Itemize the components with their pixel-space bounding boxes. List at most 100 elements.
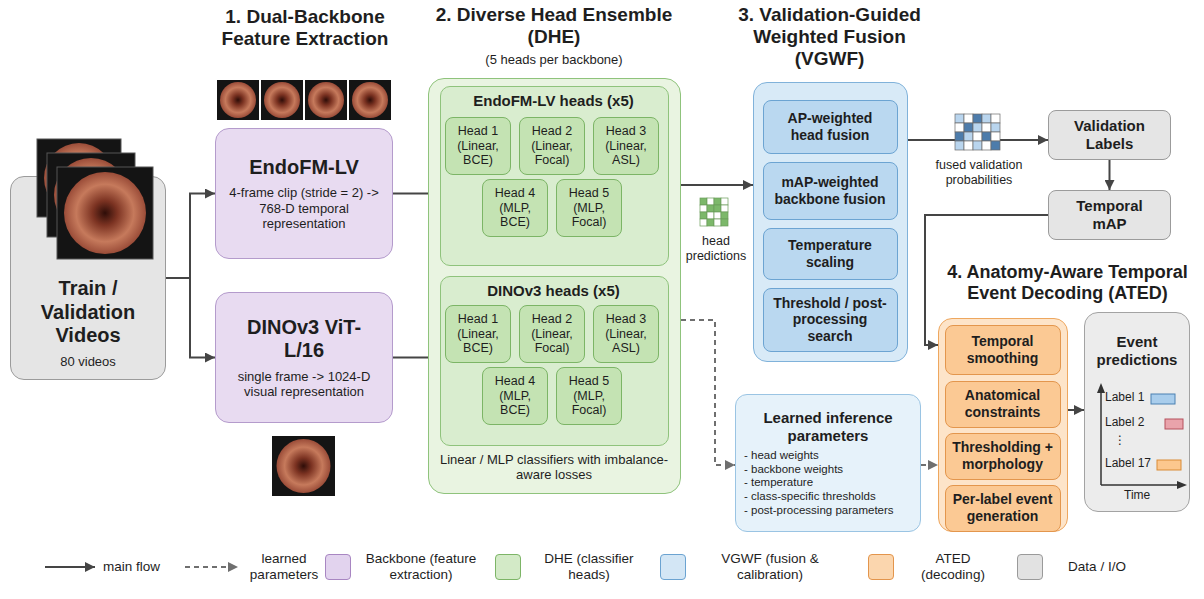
text-group: AP-weighted head fusion [769, 110, 892, 143]
video-thumbnail [217, 80, 259, 120]
text-group: Learned inference parameters- head weigh… [741, 409, 915, 517]
video-frames [64, 172, 146, 254]
axis-label: ⋮ [1114, 433, 1126, 447]
prediction-grid [707, 212, 714, 219]
legend-text: main flow [103, 559, 160, 575]
video-thumbnail [349, 80, 391, 120]
node-title: Head 1 (Linear, BCE) [451, 312, 505, 356]
prediction-grid [700, 205, 707, 212]
head-box: Head 1 (Linear, BCE) [445, 117, 511, 175]
node-title: mAP-weighted backbone fusion [771, 174, 889, 207]
axis-label: Time [1124, 488, 1150, 502]
fusion-panel: 3. Validation-Guided Weighted Fusion (VG… [753, 82, 908, 362]
head-group: DINOv3 heads (x5) Head 1 (Linear, BCE) Hea… [440, 276, 669, 446]
legend-text: Data / I/O [1052, 559, 1142, 575]
prediction-grid [714, 219, 721, 226]
prediction-grid [714, 205, 721, 212]
event-timeline [1157, 460, 1181, 470]
prediction-grid [707, 219, 714, 226]
text-group: Head 4 (MLP, BCE) [488, 374, 542, 418]
node-title: Per-label event generation [951, 491, 1055, 524]
video-thumbnail [220, 82, 256, 118]
text-group: Temperature scaling [769, 237, 892, 270]
legend-line-sample [45, 566, 95, 568]
probability-grid [991, 114, 1000, 123]
event-timeline [1101, 484, 1179, 486]
text-group: EndoFM-LV4-frame clip (stride = 2) -> 76… [221, 156, 387, 232]
probability-grid [973, 114, 982, 123]
prediction-grid [707, 205, 714, 212]
text-group: Head 2 (Linear, Focal) [525, 124, 579, 168]
node-title: DINOv3 heads (x5) [439, 282, 668, 300]
legend-swatch [495, 554, 521, 580]
fusion-step: Temperature scaling [763, 228, 898, 280]
text-group: Temporal mAP [1054, 197, 1165, 232]
legend-swatch [1017, 554, 1043, 580]
text-group: Thresholding + morphology [951, 439, 1055, 472]
video-thumbnail [272, 436, 335, 496]
node-title: Head 5 (MLP, Focal) [562, 186, 616, 230]
text-group: DINOv3 ViT-L/16 single frame -> 1024-D vi… [221, 316, 387, 400]
axis-label: Label 17 [1105, 456, 1151, 470]
ensemble-panel: 2. Diverse Head Ensemble (DHE)(5 heads p… [428, 78, 681, 494]
node-title: Validation Labels [1055, 117, 1165, 152]
parameter-arrow [681, 320, 735, 465]
node-text: single frame -> 1024-D visual representa… [222, 369, 387, 400]
prediction-grid [700, 219, 707, 226]
video-thumbnail [277, 439, 331, 493]
probability-grid [955, 141, 964, 150]
node-title: Temporal mAP [1065, 197, 1155, 232]
axis-label: Label 1 [1105, 390, 1144, 404]
prediction-grid [721, 205, 728, 212]
text-group: Threshold / post-processing search [769, 295, 892, 345]
text-group: mAP-weighted backbone fusion [769, 174, 892, 207]
node-text: 80 videos [60, 354, 116, 369]
node-title: EndoFM-LV [249, 156, 359, 180]
probability-grid [955, 114, 1000, 150]
text-group: Head 5 (MLP, Focal) [562, 186, 616, 230]
video-box: Train / Validation Videos 80 videos [10, 176, 166, 380]
node-title: Threshold / post-processing search [773, 295, 888, 345]
head-box: Head 3 (Linear, ASL) [593, 117, 659, 175]
node-title: Thresholding + morphology [951, 439, 1055, 472]
video-thumbnail [305, 80, 347, 120]
node-title: Train / Validation Videos [23, 277, 153, 348]
event-timeline [1100, 391, 1102, 485]
prediction-grid [714, 212, 721, 219]
probability-grid [973, 141, 982, 150]
probability-grid [964, 114, 973, 123]
node-text: - head weights [744, 449, 912, 463]
node-text: (5 heads per backbone) [428, 52, 681, 67]
text-group: Temporal smoothing [951, 333, 1055, 366]
flow-arrow [1068, 409, 1084, 411]
parameter-arrow [921, 464, 938, 466]
node-title: AP-weighted head fusion [775, 110, 885, 143]
video-thumbnail [261, 80, 303, 120]
video-frames [57, 167, 153, 259]
probability-grid [991, 141, 1000, 150]
probability-grid [982, 132, 991, 141]
text-group: Validation Labels [1054, 117, 1165, 152]
event-timeline [1151, 394, 1175, 404]
node-title: DINOv3 ViT-L/16 [229, 316, 379, 363]
probability-grid [973, 123, 982, 132]
decoding-step: Anatomical constraints [945, 381, 1061, 428]
probability-grid [982, 114, 991, 123]
head-box: Head 3 (Linear, ASL) [593, 305, 659, 363]
node-title: Event predictions [1090, 333, 1184, 368]
legend-swatch [325, 554, 351, 580]
fusion-step: Threshold / post-processing search [763, 288, 898, 352]
video-thumbnail [352, 82, 388, 118]
node-title: Head 5 (MLP, Focal) [562, 374, 616, 418]
node-text: - post-processing parameters [744, 504, 912, 518]
text-group: Head 4 (MLP, BCE) [488, 186, 542, 230]
prediction-grid [700, 198, 707, 205]
head-box: Head 5 (MLP, Focal) [556, 367, 622, 425]
legend-line-sample [185, 566, 238, 568]
node-text: - temperature [744, 476, 912, 490]
probability-grid [991, 123, 1000, 132]
text-group: Event predictions [1090, 333, 1184, 368]
node-text: - backbone weights [744, 463, 912, 477]
annotation-label: head predictions [680, 234, 752, 264]
